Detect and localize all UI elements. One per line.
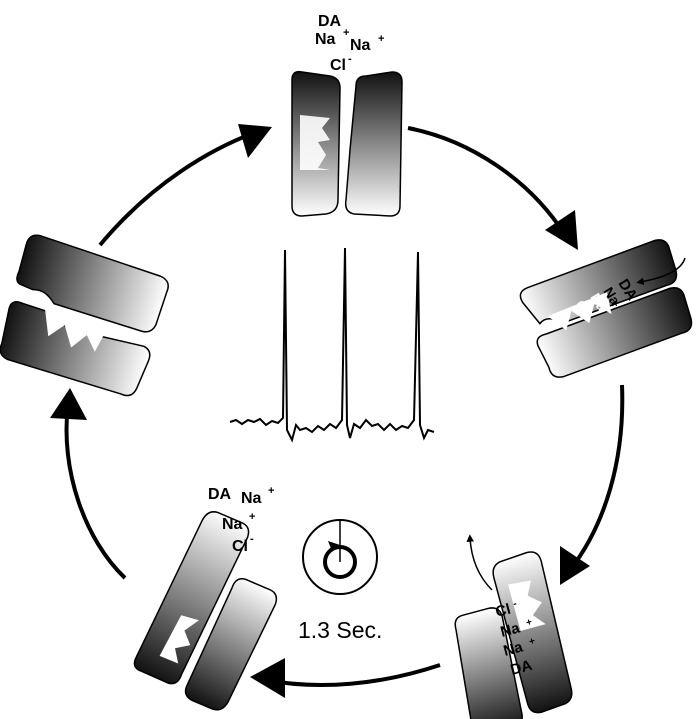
label-na-sup: +: [249, 511, 255, 523]
arrow-top-left: [98, 128, 263, 247]
label-na-sup: +: [343, 27, 349, 39]
transporter-bl-left-half: [133, 511, 250, 685]
ions-top: DA Na + Na + Cl -: [315, 13, 384, 74]
binding-site-right: [547, 292, 612, 331]
entry-arrow-right: [636, 257, 686, 286]
transporter-top-right-half: [344, 71, 403, 217]
transporter-top: [291, 70, 403, 217]
transporter-left: [0, 234, 169, 397]
label-cl-sup: -: [577, 310, 588, 319]
label-na-sup: +: [608, 299, 621, 310]
label-na-sup: +: [595, 305, 608, 316]
transporter-right: [519, 239, 693, 378]
timer-label: 1.3 Sec.: [298, 617, 382, 643]
label-na-sup: +: [378, 33, 384, 45]
label-na-sup: +: [528, 636, 537, 648]
transporter-right-lower-half: [536, 287, 693, 378]
label-na: Na: [350, 37, 371, 54]
label-cl-sup: -: [250, 533, 254, 545]
binding-site-bl: [159, 615, 199, 664]
arrow-left: [64, 404, 127, 580]
binding-site-top: [300, 115, 330, 170]
label-na-sup: +: [268, 485, 274, 497]
cycle-arrow-icon: [50, 388, 87, 420]
label-cl: Cl: [232, 538, 248, 555]
label-na: Na: [241, 490, 262, 507]
timer-icon: [302, 519, 378, 595]
arrow-bottom: [264, 663, 441, 687]
label-da: DA: [208, 486, 232, 503]
cycle-arrowheads: [50, 124, 590, 698]
transporter-left-upper-half: [16, 234, 169, 333]
label-cl: Cl: [330, 57, 346, 74]
label-na-sup: +: [525, 617, 534, 629]
binding-site-left: [45, 309, 108, 352]
current-trace: [229, 247, 435, 443]
transporter-br-left-half: [454, 607, 523, 719]
label-cl-sup: -: [512, 598, 518, 609]
label-na: Na: [315, 31, 336, 48]
label-na: Na: [222, 516, 243, 533]
transporter-bottom-left: [133, 511, 278, 711]
arrow-right: [568, 384, 625, 572]
ions-bottom-left: DA Na + Na + Cl -: [208, 485, 274, 555]
cycle-arrow-icon: [545, 210, 578, 250]
binding-site-br: [508, 580, 546, 631]
trace-line: [229, 247, 435, 443]
label-na: Na: [499, 619, 523, 641]
arrow-top-right: [407, 126, 567, 237]
transporter-left-lower-half: [0, 301, 151, 397]
cycle-arrow-icon: [238, 124, 272, 158]
label-da: DA: [318, 13, 342, 30]
label-cl-sup: -: [348, 53, 352, 65]
transporter-bottom-right: [454, 551, 573, 719]
label-cl: Cl: [494, 601, 513, 621]
label-na: Na: [502, 638, 526, 660]
cycle-arrow-icon: [250, 658, 285, 698]
transporter-bl-right-half: [184, 578, 278, 711]
cycle-arrow-icon: [560, 546, 590, 585]
label-da: DA: [509, 657, 534, 679]
exit-arrow-bottom-right: [466, 534, 493, 591]
ions-bottom-right: Cl - Na + Na + DA: [494, 598, 537, 678]
